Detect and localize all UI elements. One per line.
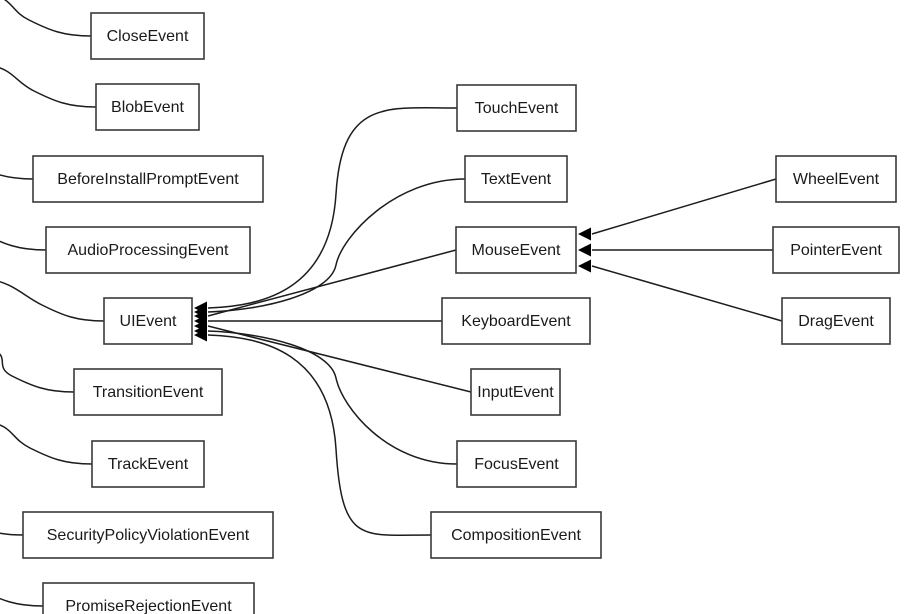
node-label: UIEvent: [120, 313, 177, 330]
edge-BlobEvent-to-parent: [0, 67, 97, 108]
edge-WheelEvent-to-MouseEvent: [591, 178, 777, 235]
node-box[interactable]: [42, 582, 255, 614]
edge-CompositionEvent-to-UIEvent: [207, 334, 432, 537]
node-label: TrackEvent: [108, 456, 189, 473]
node-MouseEvent[interactable]: MouseEvent: [455, 226, 577, 274]
node-label: AudioProcessingEvent: [68, 242, 230, 259]
node-AudioProcessingEvent[interactable]: AudioProcessingEvent: [45, 226, 251, 274]
node-label: SecurityPolicyViolationEvent: [47, 527, 250, 544]
node-label: KeyboardEvent: [461, 313, 571, 330]
node-FocusEvent[interactable]: FocusEvent: [456, 440, 577, 488]
node-label: TouchEvent: [475, 100, 559, 117]
edge-TouchEvent-to-UIEvent: [207, 106, 458, 309]
node-label: FocusEvent: [474, 456, 559, 473]
node-box[interactable]: [775, 155, 897, 203]
node-UIEvent[interactable]: UIEvent: [103, 297, 193, 345]
node-label: BeforeInstallPromptEvent: [57, 171, 239, 188]
edge-TextEvent-to-UIEvent: [207, 178, 466, 313]
edges-layer: [0, 0, 783, 607]
node-TouchEvent[interactable]: TouchEvent: [456, 84, 577, 132]
edge-TransitionEvent-to-parent: [0, 353, 75, 393]
node-label: TransitionEvent: [93, 384, 204, 401]
node-box[interactable]: [781, 297, 891, 345]
node-label: PointerEvent: [790, 242, 882, 259]
node-box[interactable]: [90, 12, 205, 60]
node-WheelEvent[interactable]: WheelEvent: [775, 155, 897, 203]
node-label: MouseEvent: [472, 242, 561, 259]
node-CompositionEvent[interactable]: CompositionEvent: [430, 511, 602, 559]
node-box[interactable]: [464, 155, 568, 203]
node-TextEvent[interactable]: TextEvent: [464, 155, 568, 203]
node-label: PromiseRejectionEvent: [65, 598, 232, 614]
node-SecurityPolicyViolationEvent[interactable]: SecurityPolicyViolationEvent: [22, 511, 274, 559]
edge-CloseEvent-to-parent: [3, 0, 92, 37]
node-BeforeInstallPromptEvent[interactable]: BeforeInstallPromptEvent: [32, 155, 264, 203]
node-box[interactable]: [95, 83, 200, 131]
node-label: WheelEvent: [793, 171, 880, 188]
edge-arrowhead: [578, 227, 591, 241]
node-box[interactable]: [456, 440, 577, 488]
node-box[interactable]: [456, 84, 577, 132]
node-label: DragEvent: [798, 313, 874, 330]
edge-TrackEvent-to-parent: [0, 424, 93, 465]
node-KeyboardEvent[interactable]: KeyboardEvent: [441, 297, 591, 345]
node-box[interactable]: [441, 297, 591, 345]
node-box[interactable]: [103, 297, 193, 345]
node-box[interactable]: [73, 368, 223, 416]
edge-arrowhead: [578, 259, 591, 273]
node-label: CompositionEvent: [451, 527, 581, 544]
node-PromiseRejectionEvent[interactable]: PromiseRejectionEvent: [42, 582, 255, 614]
edge-DragEvent-to-MouseEvent: [591, 265, 783, 322]
node-box[interactable]: [455, 226, 577, 274]
node-box[interactable]: [32, 155, 264, 203]
node-box[interactable]: [22, 511, 274, 559]
node-box[interactable]: [91, 440, 205, 488]
node-BlobEvent[interactable]: BlobEvent: [95, 83, 200, 131]
nodes-layer: CloseEventBlobEventBeforeInstallPromptEv…: [22, 12, 900, 614]
node-DragEvent[interactable]: DragEvent: [781, 297, 891, 345]
node-label: CloseEvent: [107, 28, 189, 45]
node-CloseEvent[interactable]: CloseEvent: [90, 12, 205, 60]
edge-FocusEvent-to-UIEvent: [207, 330, 458, 465]
edge-SecurityPolicyViolationEvent-to-parent: [0, 532, 24, 536]
node-label: TextEvent: [481, 171, 552, 188]
edge-arrowhead: [578, 243, 591, 257]
edge-UIEvent-to-parent: [0, 281, 105, 322]
node-InputEvent[interactable]: InputEvent: [470, 368, 561, 416]
node-label: BlobEvent: [111, 99, 184, 116]
edge-PromiseRejectionEvent-to-parent: [0, 597, 44, 607]
edge-InputEvent-to-UIEvent: [207, 325, 472, 393]
edge-BeforeInstallPromptEvent-to-parent: [0, 174, 34, 180]
node-box[interactable]: [430, 511, 602, 559]
edge-AudioProcessingEvent-to-parent: [0, 240, 47, 251]
node-label: InputEvent: [477, 384, 554, 401]
node-box[interactable]: [45, 226, 251, 274]
node-box[interactable]: [772, 226, 900, 274]
edge-arrowhead: [194, 328, 207, 342]
edge-MouseEvent-to-UIEvent: [207, 249, 457, 317]
node-box[interactable]: [470, 368, 561, 416]
node-PointerEvent[interactable]: PointerEvent: [772, 226, 900, 274]
node-TrackEvent[interactable]: TrackEvent: [91, 440, 205, 488]
node-TransitionEvent[interactable]: TransitionEvent: [73, 368, 223, 416]
